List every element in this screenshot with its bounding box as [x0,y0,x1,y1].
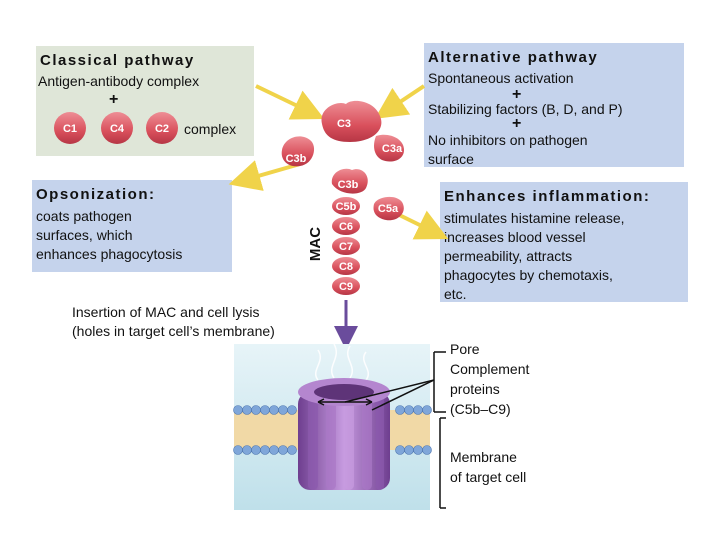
alternative-plus-1: + [512,86,522,103]
c3b-left-label: C3b [286,153,307,165]
pathway-arrows [228,84,449,240]
mac-pore [298,378,390,490]
phospholipid-head [395,405,405,415]
callout-lines [344,351,446,509]
c3-molecule-group: C3 C3a C3b [281,100,404,167]
no-inhibitors-text: No inhibitors on pathogen [428,132,588,148]
phospholipid-head [269,445,279,455]
opsonization-title: Opsonization: [36,186,156,203]
c3-label: C3 [337,118,351,130]
phospholipid-head [395,445,405,455]
phospholipid-head [422,405,432,415]
phospholipid-head [413,405,423,415]
c6-label: C6 [339,221,353,233]
c7-molecule [332,237,360,255]
phospholipid-head [260,405,270,415]
phospholipid-head [278,445,288,455]
stack-c3b-molecule [331,168,368,194]
alternative-pathway-title: Alternative pathway [428,49,599,66]
c3a-molecule [374,134,404,162]
complement-label: Complement [450,361,529,377]
phospholipid-heads-top [233,405,432,415]
c3-molecule [321,100,382,142]
phospholipid-head [413,445,423,455]
phospholipid-head [251,445,261,455]
antigen-antibody-text: Antigen-antibody complex [38,73,200,89]
c4-label: C4 [110,123,125,135]
mac-stack: MAC C3b C5b C6 C7 C8 C9 C5a [296,168,404,350]
phospholipid-head [278,405,288,415]
pore-label: Pore [450,341,480,357]
mac-label: MAC [307,227,324,261]
inflammation-line-5: etc. [444,286,467,302]
stabilizing-factors-text: Stabilizing factors (B, D, and P) [428,101,623,117]
phospholipid-head [422,445,432,455]
phospholipid-head [233,405,243,415]
alternative-pathway-box: Alternative pathway Spontaneous activati… [424,43,684,167]
classical-pathway-title: Classical pathway [40,52,195,69]
c8-molecule [332,257,360,275]
insertion-text-1: Insertion of MAC and cell lysis [72,304,260,320]
inflammation-line-3: permeability, attracts [444,248,573,264]
phospholipid-head [287,445,297,455]
opsonization-line-2: surfaces, which [36,227,133,243]
phospholipid-heads-bottom [233,445,432,455]
opsonization-box: Opsonization: coats pathogen surfaces, w… [32,180,232,272]
c2-molecule [146,112,178,144]
proteins-label: proteins [450,381,500,397]
c4-molecule [101,112,133,144]
phospholipid-head [260,445,270,455]
phospholipid-head [251,405,261,415]
target-cell-label: of target cell [450,469,526,485]
cell-contents-escaping [315,343,369,381]
phospholipid-head [404,445,414,455]
phospholipid-head [404,405,414,415]
c5a-label: C5a [378,203,399,215]
c9-label: C9 [339,281,353,293]
inflammation-box: Enhances inflammation: stimulates histam… [440,182,688,302]
membrane-label: Membrane [450,449,517,465]
classical-molecules: C1 C4 C2 [54,112,178,144]
inflammation-line-2: increases blood vessel [444,229,586,245]
complex-text: complex [184,121,237,137]
c2-label: C2 [155,123,169,135]
c6-molecule [332,217,360,235]
c1-label: C1 [63,123,77,135]
phospholipid-head [242,445,252,455]
c7-label: C7 [339,241,353,253]
c5a-molecule [373,196,404,221]
stack-c3b-label: C3b [338,179,359,191]
surface-text: surface [428,151,474,167]
inflammation-line-1: stimulates histamine release, [444,210,625,226]
spontaneous-activation-text: Spontaneous activation [428,70,574,86]
c8-label: C8 [339,261,353,273]
opsonization-line-3: enhances phagocytosis [36,246,183,262]
classical-plus: + [109,91,119,108]
insertion-text-2: (holes in target cell’s membrane) [72,323,275,339]
inflammation-line-4: phagocytes by chemotaxis, [444,267,613,283]
c3a-label: C3a [382,143,403,155]
c5b-c9-label: (C5b–C9) [450,401,511,417]
phospholipid-head [287,405,297,415]
inflammation-title: Enhances inflammation: [444,188,651,205]
c1-molecule [54,112,86,144]
alternative-plus-2: + [512,115,522,132]
c5b-molecule [332,197,360,215]
c5b-label: C5b [336,201,357,213]
target-cell-scene [233,343,432,510]
c9-molecule [332,277,360,295]
opsonization-line-1: coats pathogen [36,208,132,224]
c3b-left-molecule [281,136,315,167]
phospholipid-head [233,445,243,455]
phospholipid-head [269,405,279,415]
phospholipid-head [242,405,252,415]
